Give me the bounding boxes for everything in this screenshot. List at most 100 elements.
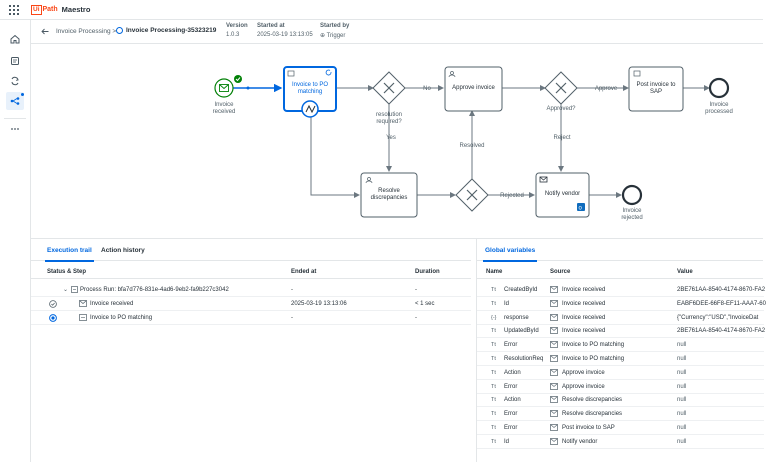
col-source: Source [550,269,571,275]
tab-action-history[interactable]: Action history [101,247,145,254]
start-event-invoice-received[interactable] [214,75,242,98]
flow-matching-to-resolve[interactable] [310,111,360,198]
apps-grid-icon[interactable] [9,4,19,15]
bpmn-diagram: o [214,66,730,218]
home-icon[interactable] [6,30,24,48]
completed-status-icon [49,300,57,308]
process-diagram-canvas[interactable]: o Invoice received Invoice to PO matchin… [31,45,763,238]
trail-row-process-run[interactable]: ⌄ Process Run: bfa7d776-831e-4ad6-9eb2-f… [31,283,471,297]
task-approve-label: Approve invoice [452,85,495,91]
spinner-icon [325,69,332,76]
gateway-resolution-required[interactable] [372,71,406,105]
execution-tabs: Execution trail Action history [31,239,471,262]
panel-divider[interactable] [31,238,763,239]
uipath-logo[interactable]: Ui Path Maestro [31,4,91,15]
tab-global-variables[interactable]: Global variables [482,247,538,262]
gateway-approved[interactable] [544,71,578,105]
trail-row-invoice-received[interactable]: Invoice received 2025-03-19 13:13:06 < 1… [31,297,471,311]
variable-value: null [677,356,687,362]
task-notify-vendor[interactable]: o [535,172,590,218]
trail-row-po-matching[interactable]: Invoice to PO matching - - [31,311,471,325]
end-event-invoice-rejected[interactable] [621,184,643,206]
left-sidebar [0,20,31,462]
variable-row[interactable]: Tt ResolutionReq Invoice to PO matching nul… [477,352,764,366]
end-rejected-label: Invoice rejected [621,208,643,221]
variable-source: Invoice received [562,287,606,293]
col-value: Value [677,269,693,275]
col-name: Name [486,269,503,275]
logo-path: Path [42,6,58,13]
variable-type: Tt [491,356,496,362]
variable-name: Error [504,342,518,349]
task-resolve-label: Resolve discrepancies [370,188,408,201]
completed-check-icon [234,75,242,83]
variable-source: Resolve discrepancies [562,397,623,404]
variable-value: null [677,397,687,404]
task-invoice-to-po-matching[interactable] [283,66,337,118]
variable-name: response [504,314,529,321]
flow-icon[interactable] [6,92,24,110]
variable-source: Invoice to PO matching [562,342,625,349]
task-post-invoice-to-sap[interactable] [628,66,684,112]
instance-header: Invoice Processing > Invoice Processing-… [31,20,763,44]
expand-chevron-icon[interactable]: ⌄ [63,287,69,293]
variable-source: Approve invoice [562,383,605,390]
col-duration: Duration [415,269,440,275]
end-event-invoice-processed[interactable] [708,77,730,99]
source-task-icon [550,355,558,362]
back-arrow-icon[interactable] [41,28,49,37]
source-task-icon [550,410,558,418]
processes-icon[interactable] [6,52,24,70]
variable-name: Id [504,300,510,307]
variable-name: Id [504,438,510,445]
more-icon[interactable] [6,120,24,138]
task-resolve-discrepancies[interactable] [360,172,418,218]
variable-value: 2BE761AA-8540-4174-8670-FA2 [677,287,766,293]
task-po-matching-label: Invoice to PO matching [291,82,329,95]
trail-step: Invoice received [90,301,134,307]
trail-duration: - [415,315,417,321]
instances-icon[interactable] [6,72,24,90]
col-status-step: Status & Step [47,269,87,275]
breadcrumb-current: Invoice Processing-35323219 [116,27,216,34]
version-value: 1.0.3 [226,32,240,38]
variable-name: ResolutionReq [504,356,544,362]
variable-value: 2BE761AA-8540-4174-8670-FA2 [677,328,766,335]
variable-source: Invoice to PO matching [562,356,625,362]
variable-value: null [677,411,687,418]
running-status-icon [116,27,123,34]
gateway-resolved[interactable] [455,178,489,212]
variables-tabs: Global variables [477,239,763,262]
variable-name: Error [504,425,518,431]
variable-value: null [677,369,687,376]
variable-value: null [677,383,687,390]
header-divider [477,278,763,279]
trail-ended: - [291,315,293,321]
variable-type: Tt [491,287,496,293]
trail-step: Invoice to PO matching [90,315,153,321]
variable-type: {-} [491,314,497,321]
tab-execution-trail[interactable]: Execution trail [45,247,94,262]
source-task-icon [550,368,558,376]
mail-icon [79,300,87,307]
breadcrumb-parent[interactable]: Invoice Processing > [56,28,117,35]
version-meta: Version 1.0.3 [226,23,248,38]
started-by-text: Trigger [326,33,346,39]
product-name: Maestro [61,5,91,14]
variable-source: Resolve discrepancies [562,411,623,418]
variable-name: Error [504,411,518,418]
task-approve-invoice[interactable] [444,66,503,112]
started-at-label: Started at [257,23,285,29]
